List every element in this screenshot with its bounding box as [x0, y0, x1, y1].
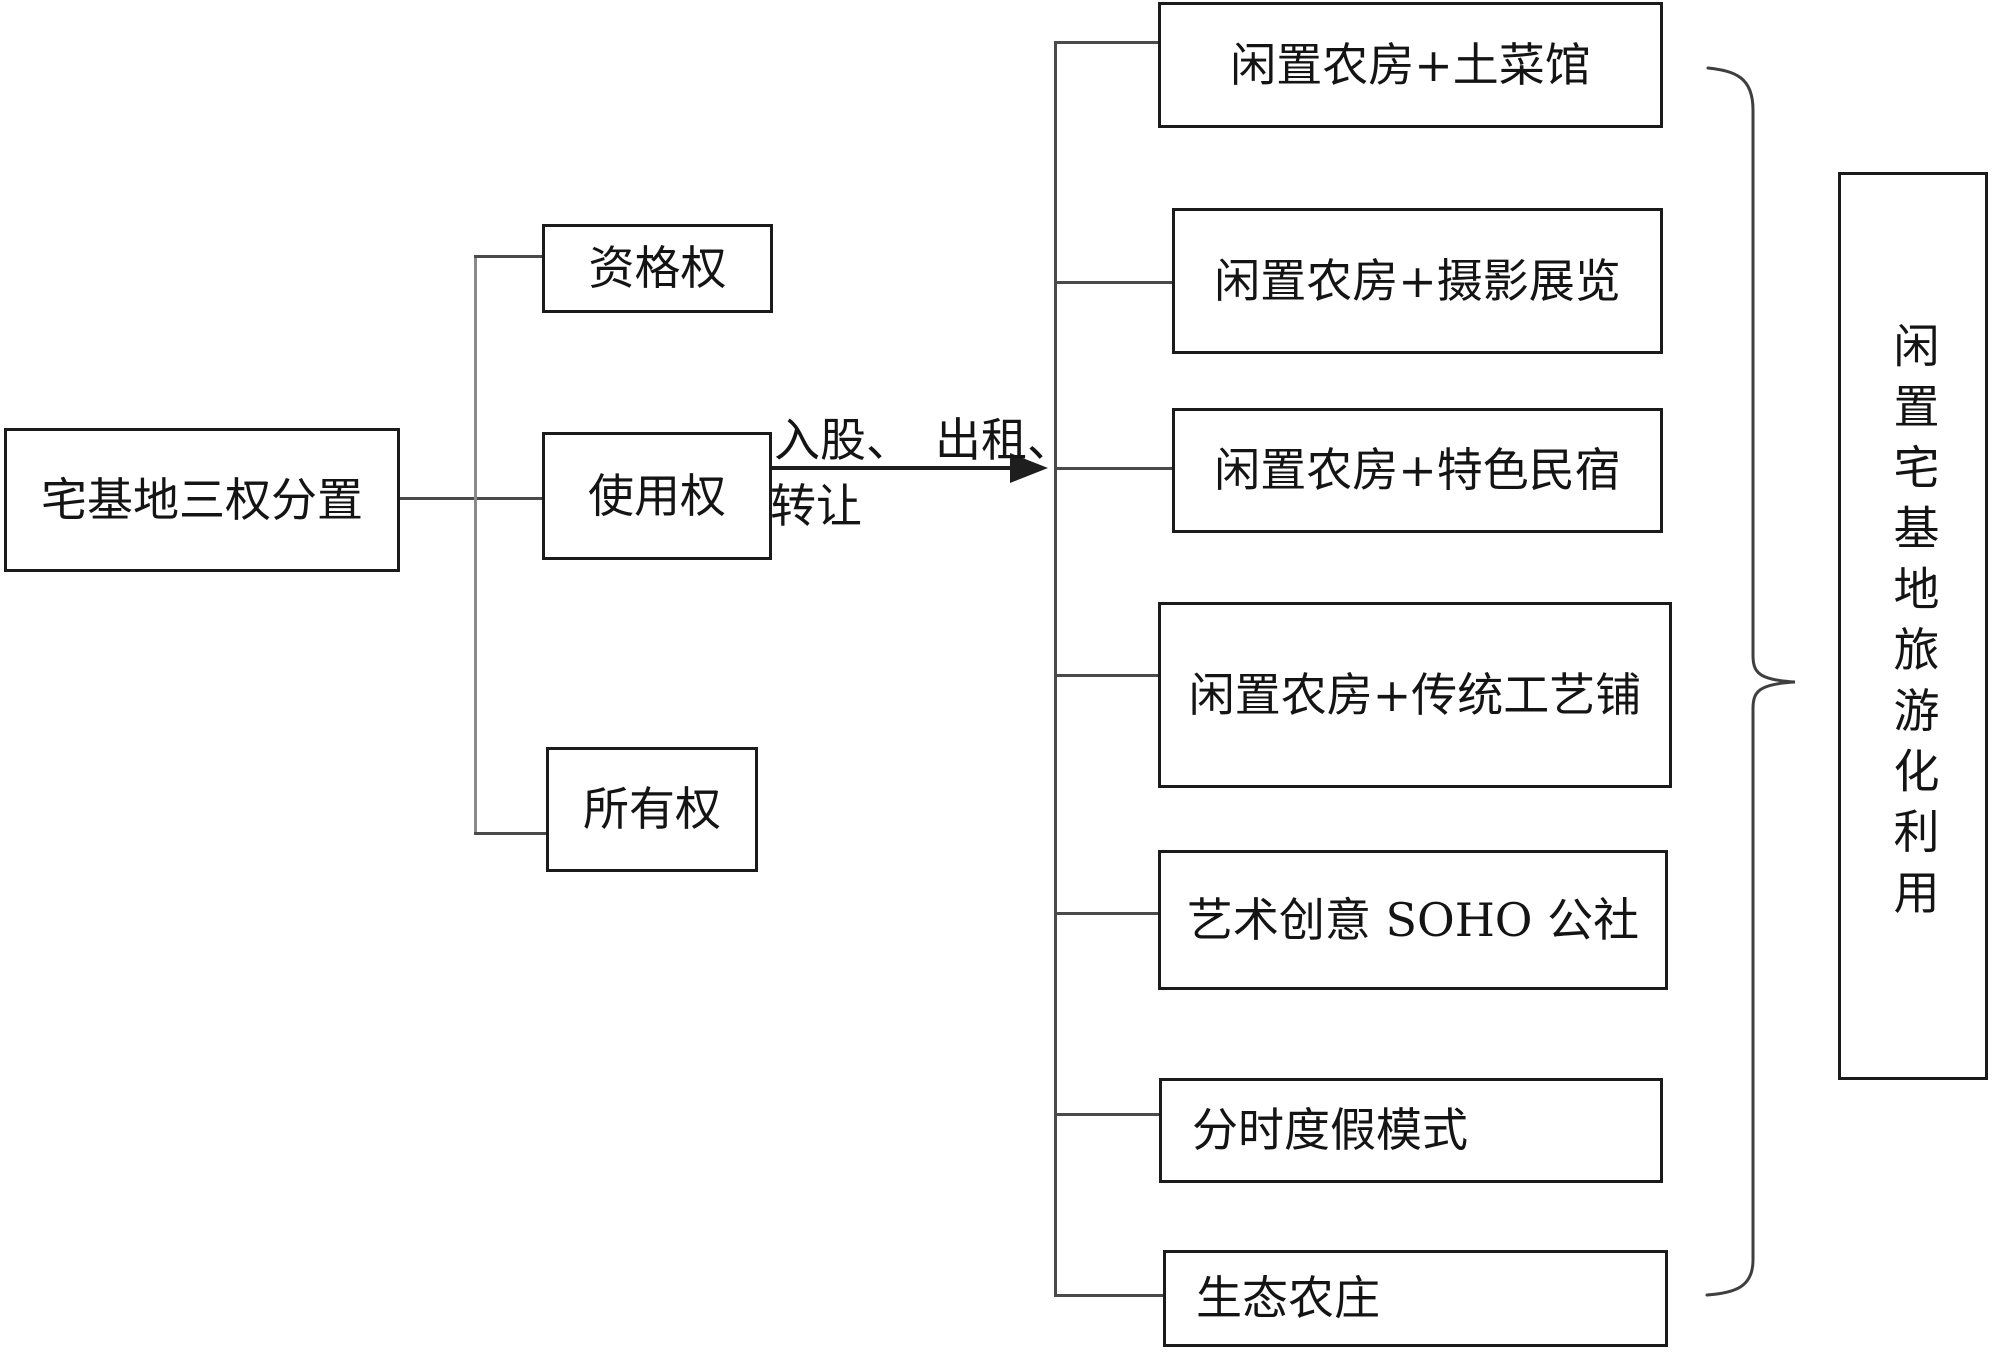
connector-rights-trunk	[474, 255, 477, 835]
node-root: 宅基地三权分置	[4, 428, 400, 572]
connector-branch-mode-5	[1054, 912, 1161, 915]
transfer-arrow-label-line1: 入股、 出租、	[774, 413, 1073, 467]
connector-branch-mode-7	[1054, 1294, 1166, 1297]
connector-modes-spine	[1054, 41, 1057, 1297]
connector-branch-mode-3	[1054, 467, 1175, 470]
node-result-tourism-utilization: 闲置宅基地旅游化利用	[1838, 172, 1988, 1080]
transfer-arrow-line	[772, 466, 1012, 470]
transfer-arrow-head-icon	[1010, 453, 1048, 483]
transfer-arrow-label-line2: 转让	[770, 479, 862, 533]
node-mode-timeshare: 分时度假模式	[1159, 1078, 1663, 1183]
curly-brace-icon	[1705, 66, 1796, 1297]
connector-root-line	[400, 497, 542, 500]
node-right-qualification: 资格权	[542, 224, 773, 313]
node-mode-photo-exhibition: 闲置农房+摄影展览	[1172, 208, 1663, 354]
node-right-use: 使用权	[542, 432, 772, 560]
connector-branch-mode-2	[1054, 281, 1175, 284]
node-mode-guesthouse: 闲置农房+特色民宿	[1172, 408, 1663, 533]
node-mode-craft-shop: 闲置农房+传统工艺铺	[1158, 602, 1672, 788]
connector-branch-mode-4	[1054, 674, 1161, 677]
node-mode-soho-commune: 艺术创意 SOHO 公社	[1158, 850, 1668, 990]
connector-branch-mode-1	[1054, 41, 1161, 44]
connector-branch-mode-6	[1054, 1113, 1162, 1116]
node-right-ownership: 所有权	[546, 747, 758, 872]
node-mode-local-restaurant: 闲置农房+土菜馆	[1158, 2, 1663, 128]
node-mode-eco-farm: 生态农庄	[1163, 1250, 1668, 1347]
connector-branch-qualification	[474, 255, 542, 258]
connector-branch-ownership	[474, 832, 546, 835]
